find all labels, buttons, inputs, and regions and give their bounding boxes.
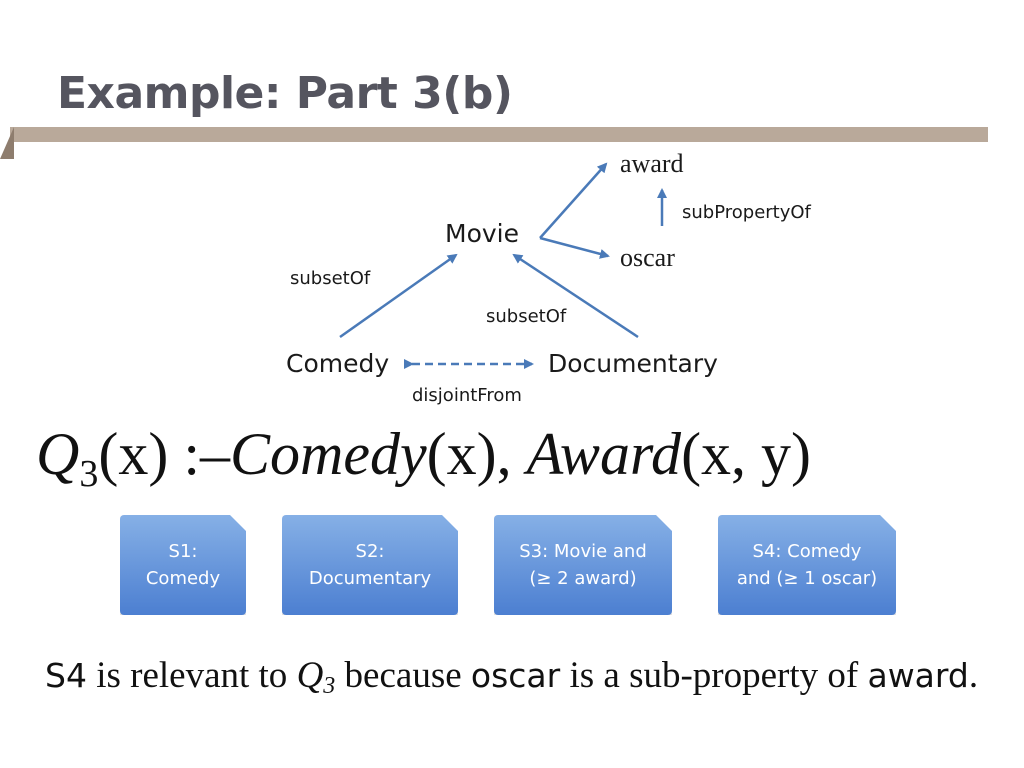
source-s3: S3: Movie and(≥ 2 award) — [494, 515, 672, 615]
node-oscar: oscar — [620, 243, 675, 272]
edge-label-subsetof-comedy: subsetOf — [290, 268, 371, 289]
node-comedy: Comedy — [286, 349, 390, 378]
source-s2: S2:Documentary — [282, 515, 458, 615]
conclusion-text: S4 is relevant to Q3 because oscar is a … — [45, 655, 979, 699]
edge-comedy-movie — [339, 253, 458, 339]
title-divider — [10, 127, 988, 142]
edge-label-disjointfrom: disjointFrom — [412, 385, 522, 406]
edge-documentary-movie — [512, 253, 639, 339]
title-divider-cap — [0, 127, 14, 159]
edge-movie-oscar — [539, 236, 610, 259]
node-award: award — [620, 149, 684, 178]
edge-label-subsetof-documentary: subsetOf — [486, 306, 567, 327]
edge-movie-award — [539, 162, 608, 239]
ontology-diagram — [339, 162, 667, 369]
node-movie: Movie — [445, 219, 519, 248]
edge-label-subpropertyof: subPropertyOf — [682, 202, 811, 223]
page-title: Example: Part 3(b) — [57, 68, 513, 119]
query-formula: Q3(x) :–Comedy(x), Award(x, y) — [36, 421, 812, 495]
node-documentary: Documentary — [548, 349, 718, 378]
source-s1: S1:Comedy — [120, 515, 246, 615]
